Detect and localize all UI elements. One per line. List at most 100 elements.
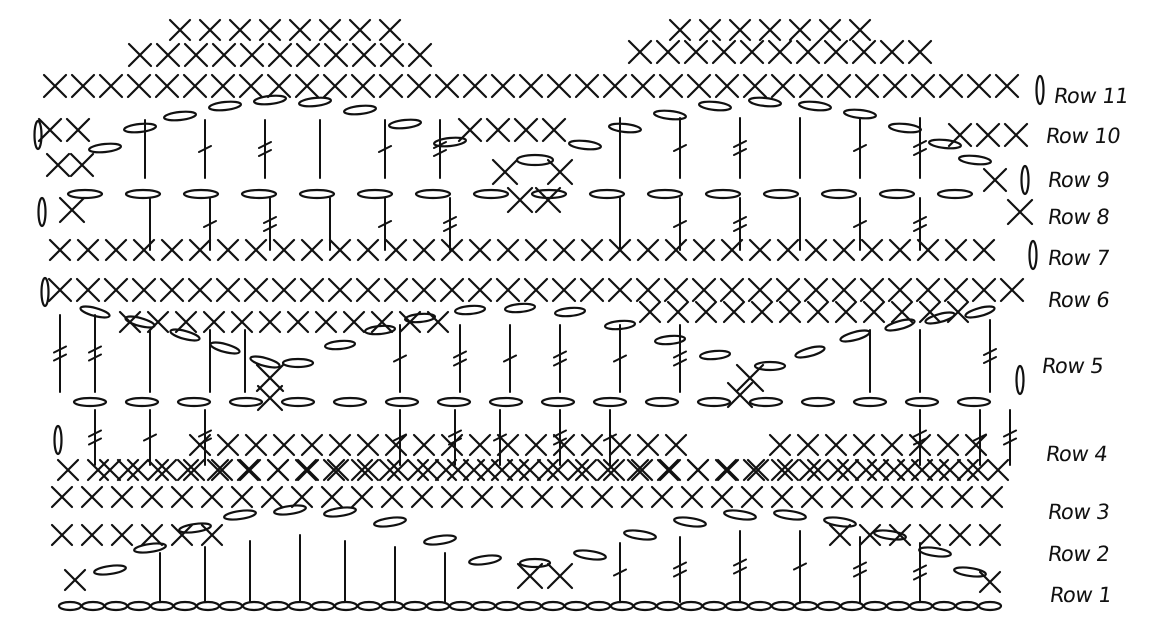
chain-stitch <box>954 600 980 612</box>
single-crochet-stitch <box>796 433 820 457</box>
single-crochet-stitch <box>356 433 380 457</box>
stitch-crossbar <box>448 429 462 438</box>
single-crochet-stitch <box>658 458 682 482</box>
single-crochet-stitch <box>118 310 142 334</box>
stitch-crossbar <box>258 149 272 157</box>
single-crochet-stitch <box>342 310 366 334</box>
single-crochet-stitch <box>37 117 63 143</box>
single-crochet-stitch <box>210 73 236 99</box>
single-crochet-stitch <box>882 458 906 482</box>
single-crochet-stitch <box>356 238 380 262</box>
single-crochet-stitch <box>636 238 660 262</box>
single-crochet-stitch <box>490 458 514 482</box>
stitch-crossbar <box>913 148 927 156</box>
stitch-crossbar <box>983 356 997 364</box>
single-crochet-stitch <box>47 277 73 303</box>
single-crochet-stitch <box>202 310 226 334</box>
single-crochet-stitch <box>238 458 262 482</box>
single-crochet-stitch <box>866 458 890 482</box>
single-crochet-stitch <box>266 73 292 99</box>
single-crochet-stitch <box>380 485 404 509</box>
stitch-crossbar <box>553 437 567 446</box>
single-crochet-stitch <box>69 152 95 178</box>
single-crochet-stitch <box>256 384 284 412</box>
single-crochet-stitch <box>668 18 692 42</box>
single-crochet-stitch <box>798 73 824 99</box>
single-crochet-stitch <box>735 363 765 393</box>
single-crochet-stitch <box>859 277 885 303</box>
single-crochet-stitch <box>518 73 544 99</box>
row-label-6: Row 6 <box>1046 288 1111 312</box>
chain-stitch <box>403 312 437 324</box>
chain-stitch <box>240 188 278 200</box>
stitch-crossbar <box>433 141 447 149</box>
single-crochet-stitch <box>795 39 821 65</box>
chain-stitch <box>762 188 800 200</box>
single-crochet-stitch <box>580 433 604 457</box>
single-crochet-stitch <box>832 238 856 262</box>
chain-stitch <box>79 305 111 319</box>
chain-stitch <box>323 506 357 518</box>
single-crochet-stitch <box>530 485 554 509</box>
single-crochet-stitch <box>286 310 310 334</box>
single-crochet-stitch <box>947 122 973 148</box>
single-crochet-stitch <box>98 458 122 482</box>
single-crochet-stitch <box>650 485 674 509</box>
chain-stitch <box>80 600 106 612</box>
single-crochet-stitch <box>350 458 374 482</box>
single-crochet-stitch <box>714 73 740 99</box>
single-crochet-stitch <box>907 39 933 65</box>
chain-stitch <box>701 600 727 612</box>
single-crochet-stitch <box>439 277 465 303</box>
chain-stitch <box>753 360 787 372</box>
single-crochet-stitch <box>936 433 960 457</box>
chain-stitch <box>333 600 359 612</box>
single-crochet-stitch <box>174 310 198 334</box>
single-crochet-stitch <box>188 238 212 262</box>
single-crochet-stitch <box>943 277 969 303</box>
stitch-crossbar <box>1003 429 1017 438</box>
single-crochet-stitch <box>272 238 296 262</box>
single-crochet-stitch <box>230 485 254 509</box>
single-crochet-stitch <box>944 238 968 262</box>
row-label-11: Row 11 <box>1052 84 1130 108</box>
chain-stitch <box>57 600 83 612</box>
chain-stitch <box>908 600 934 612</box>
single-crochet-stitch <box>966 73 992 99</box>
chain-stitch <box>563 600 589 612</box>
single-crochet-stitch <box>620 485 644 509</box>
stitch-crossbar <box>198 145 212 153</box>
chain-stitch <box>931 600 957 612</box>
chain-stitch <box>178 522 212 534</box>
single-crochet-stitch <box>636 433 660 457</box>
single-crochet-stitch <box>666 300 690 324</box>
single-crochet-stitch <box>854 458 878 482</box>
single-crochet-stitch <box>63 568 87 592</box>
single-crochet-stitch <box>546 73 572 99</box>
chain-stitch <box>530 188 568 200</box>
stitch-crossbar <box>673 220 687 228</box>
chain-stitch <box>207 100 243 112</box>
chain-stitch <box>747 600 773 612</box>
single-crochet-stitch <box>980 485 1004 509</box>
row-label-5: Row 5 <box>1040 354 1105 378</box>
single-crochet-stitch <box>910 458 934 482</box>
stitch-crossbar <box>258 141 272 149</box>
single-crochet-stitch <box>386 458 410 482</box>
stitch-crossbar <box>673 358 687 367</box>
stitch-crossbar <box>448 437 462 446</box>
single-crochet-stitch <box>664 238 688 262</box>
single-crochet-stitch <box>750 300 774 324</box>
single-crochet-stitch <box>728 18 752 42</box>
single-crochet-stitch <box>946 300 970 324</box>
single-crochet-stitch <box>887 277 913 303</box>
turning-chain-stitch <box>40 276 50 308</box>
single-crochet-stitch <box>200 485 224 509</box>
stitch-crossbar <box>913 572 927 581</box>
chain-stitch <box>956 396 992 408</box>
single-crochet-stitch <box>187 277 213 303</box>
single-crochet-stitch <box>860 485 884 509</box>
single-crochet-stitch <box>182 458 206 482</box>
single-crochet-stitch <box>910 73 936 99</box>
